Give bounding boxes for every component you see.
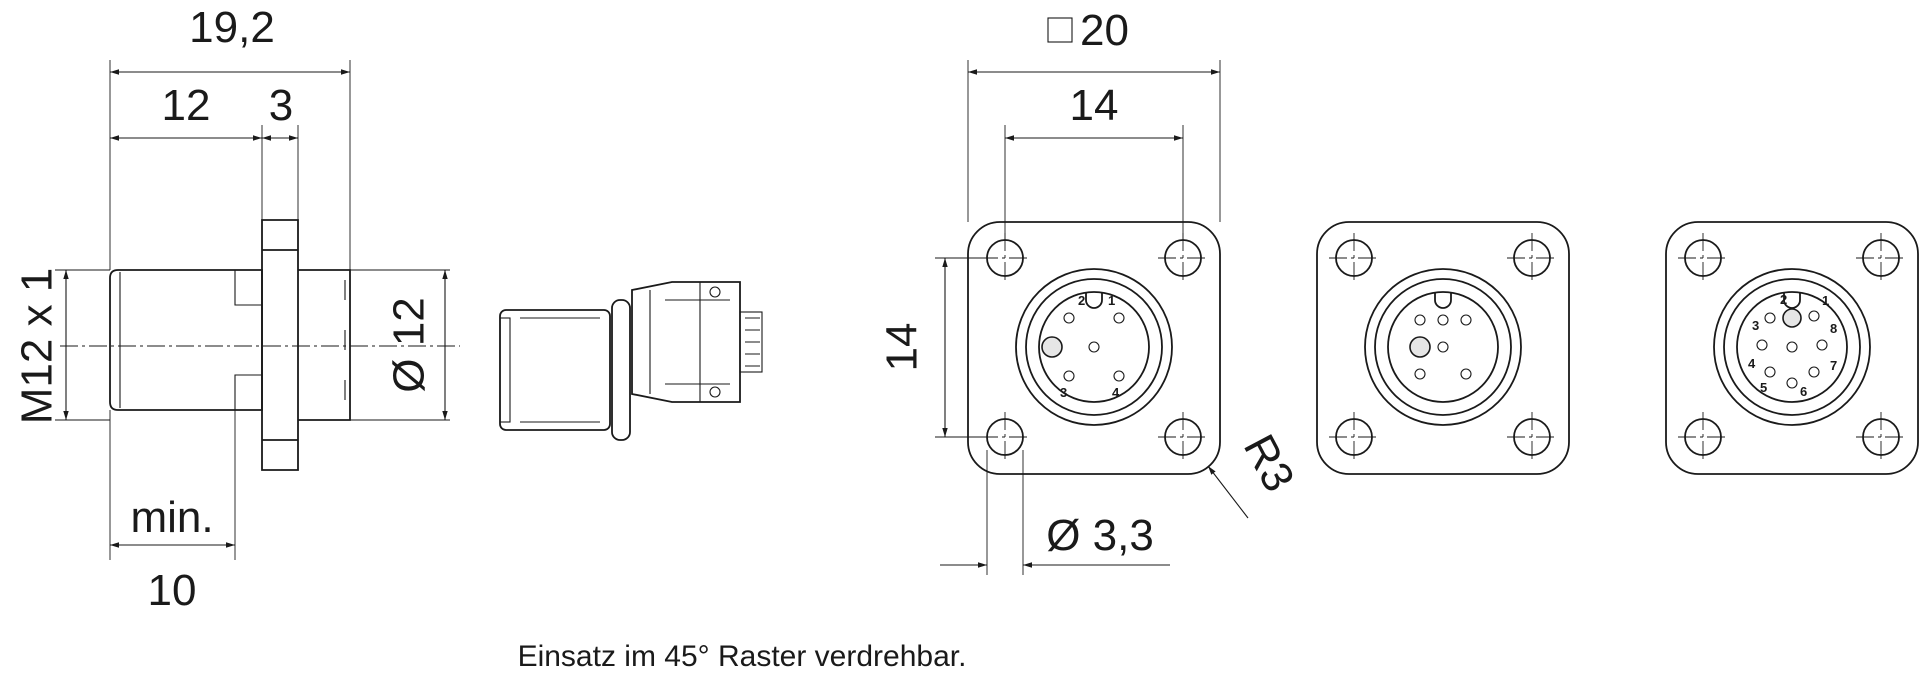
pin-label: 2 [1780, 292, 1787, 307]
thread-step-lower [234, 374, 262, 410]
dim-diameter: Ø 12 [385, 297, 434, 392]
dim-hole-diameter: Ø 3,3 [1046, 511, 1154, 560]
contact-block [739, 311, 763, 373]
dim-hole-spacing-h: 14 [1070, 81, 1119, 130]
hole-centerlines [1329, 233, 1557, 462]
flange-outline [261, 219, 299, 471]
pin-contact [1460, 368, 1472, 380]
coding-key [1783, 292, 1801, 309]
variant-view-a [1316, 221, 1570, 475]
insert-face [1387, 291, 1499, 403]
dim-square: 20 [1080, 6, 1129, 55]
housing-slots [665, 299, 730, 385]
pin-label: 5 [1760, 380, 1767, 395]
pin-label: 6 [1800, 384, 1807, 399]
connector-inner-ring [1374, 278, 1512, 416]
pin-contact [1414, 314, 1426, 326]
pin-label: 3 [1752, 318, 1759, 333]
pin-contact [1063, 312, 1075, 324]
ground-contact-symbol [1409, 336, 1431, 358]
pin-label: 7 [1830, 358, 1837, 373]
pin-contact [1460, 314, 1472, 326]
pin-contact [1437, 314, 1449, 326]
insert-face [1038, 291, 1150, 403]
housing-divisions [649, 282, 701, 402]
pin-label: 1 [1108, 293, 1115, 308]
latch-top [709, 286, 721, 298]
thread-step [234, 270, 262, 306]
front-flange-view: 2 1 3 4 20 14 14 R3 Ø 3,3 [878, 6, 1304, 575]
latch-bottom [709, 386, 721, 398]
connector-outer-ring [1364, 268, 1522, 426]
pin-contact [1764, 366, 1776, 378]
dim-overall: 19,2 [189, 3, 275, 52]
insert-view [499, 281, 763, 441]
pin-contact [1786, 341, 1798, 353]
pin-contact [1808, 366, 1820, 378]
dim-radius: R3 [1234, 427, 1304, 500]
o-ring [611, 299, 631, 441]
contact-housing-outline [631, 281, 741, 403]
pin-contact [1786, 377, 1798, 389]
thread-body-outline [109, 269, 263, 411]
coding-key [1434, 292, 1452, 309]
dim-flange: 3 [269, 81, 293, 130]
pin-contact [1414, 368, 1426, 380]
flange-square [1316, 221, 1570, 475]
ground-contact-symbol [1782, 308, 1802, 328]
connector-outer-ring [1015, 268, 1173, 426]
dim-thread: M12 x 1 [13, 268, 62, 425]
dim-min-value: 10 [148, 566, 197, 615]
dim-hole-spacing-v: 14 [878, 323, 927, 372]
pin-contact [1437, 341, 1449, 353]
connector-outer-ring [1713, 268, 1871, 426]
insert-front-body [499, 309, 611, 431]
connector-inner-ring [1723, 278, 1861, 416]
pin-contact [1063, 370, 1075, 382]
dim-body: 12 [162, 81, 211, 130]
pin-contact [1088, 341, 1100, 353]
flange-square [1665, 221, 1919, 475]
insert-front-lip [499, 317, 511, 423]
pin-label: 1 [1822, 293, 1829, 308]
pin-label: 8 [1830, 321, 1837, 336]
pin-contact [1113, 370, 1125, 382]
flange-holes [262, 249, 298, 441]
pin-contact [1808, 310, 1820, 322]
hole-centerlines [980, 233, 1208, 462]
dim-leader-radius [1207, 465, 1249, 519]
pin-label: 4 [1748, 356, 1756, 371]
drawing-caption: Einsatz im 45° Raster verdrehbar. [518, 640, 967, 673]
mounting-holes [980, 233, 1208, 462]
pin-label: 2 [1078, 293, 1085, 308]
flange-square [967, 221, 1221, 475]
pin-contact [1113, 312, 1125, 324]
pin-contact [1764, 312, 1776, 324]
contact-lines [745, 317, 760, 367]
pin-label: 3 [1060, 385, 1067, 400]
pin-layout-5: 2 1 3 4 [1041, 293, 1125, 400]
ground-contact-symbol [1041, 336, 1063, 358]
variant-view-b: 2 1 3 8 4 7 5 6 [1665, 221, 1919, 475]
dim-min-label: min. [130, 493, 213, 542]
pin-label: 4 [1112, 385, 1120, 400]
hole-centerlines [1678, 233, 1906, 462]
square-symbol [1047, 17, 1073, 43]
pin-contact [1816, 339, 1828, 351]
pin-contact [1756, 339, 1768, 351]
rear-body-outline [298, 269, 351, 421]
insert-face [1736, 291, 1848, 403]
connector-inner-ring [1025, 278, 1163, 416]
coding-key [1085, 292, 1103, 309]
side-view: 19,2 12 3 M12 x 1 Ø 12 min. 10 [13, 3, 460, 615]
